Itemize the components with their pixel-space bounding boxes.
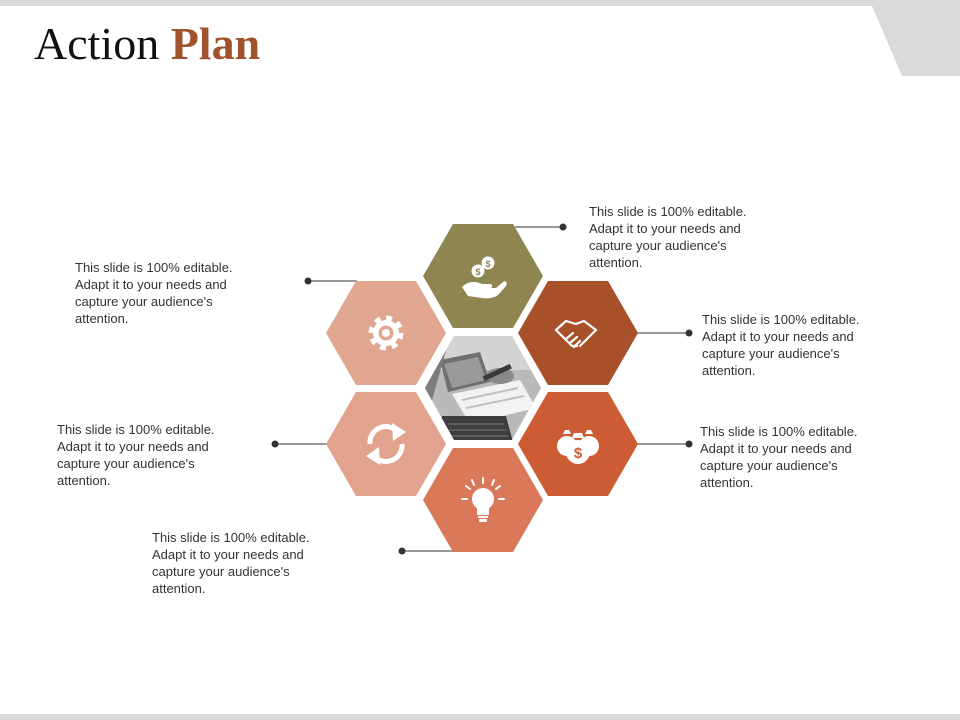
connector-dots (271, 223, 693, 555)
bottom-border-bar (0, 714, 960, 720)
connector-dot (398, 547, 406, 555)
callout-text-top-right: This slide is 100% editable. Adapt it to… (589, 204, 747, 270)
connector-dot (685, 440, 693, 448)
money-hand-icon: $ $ (462, 256, 507, 299)
corner-decoration (872, 6, 960, 76)
title-word-action: Action (34, 18, 160, 69)
callout-text-left-lower: This slide is 100% editable. Adapt it to… (57, 422, 215, 488)
svg-text:$: $ (485, 259, 490, 269)
money-bags-icon: $ (557, 430, 599, 464)
connector-dot (271, 440, 279, 448)
hexagon-top[interactable] (423, 224, 543, 328)
title-word-plan: Plan (170, 18, 261, 69)
gear-icon (368, 315, 404, 351)
connector-dot (304, 277, 312, 285)
connector-dot (685, 329, 693, 337)
callout-text-bottom-left: This slide is 100% editable. Adapt it to… (152, 530, 310, 596)
hexagon-right-upper[interactable] (518, 281, 638, 385)
top-border-bar (0, 0, 960, 6)
callout-text-right-lower: This slide is 100% editable. Adapt it to… (700, 424, 858, 490)
callout-text-right-upper: This slide is 100% editable. Adapt it to… (702, 312, 860, 378)
lightbulb-icon (461, 477, 505, 522)
svg-text:$: $ (475, 267, 480, 277)
callout-text-left-upper: This slide is 100% editable. Adapt it to… (75, 260, 233, 326)
handshake-icon (554, 319, 598, 349)
connector-lines (275, 226, 689, 552)
page-title: Action Plan (34, 16, 260, 72)
hexagon-left-lower[interactable] (326, 392, 446, 496)
svg-text:$: $ (574, 445, 583, 462)
connector-dot (559, 223, 567, 231)
refresh-icon (366, 423, 406, 465)
